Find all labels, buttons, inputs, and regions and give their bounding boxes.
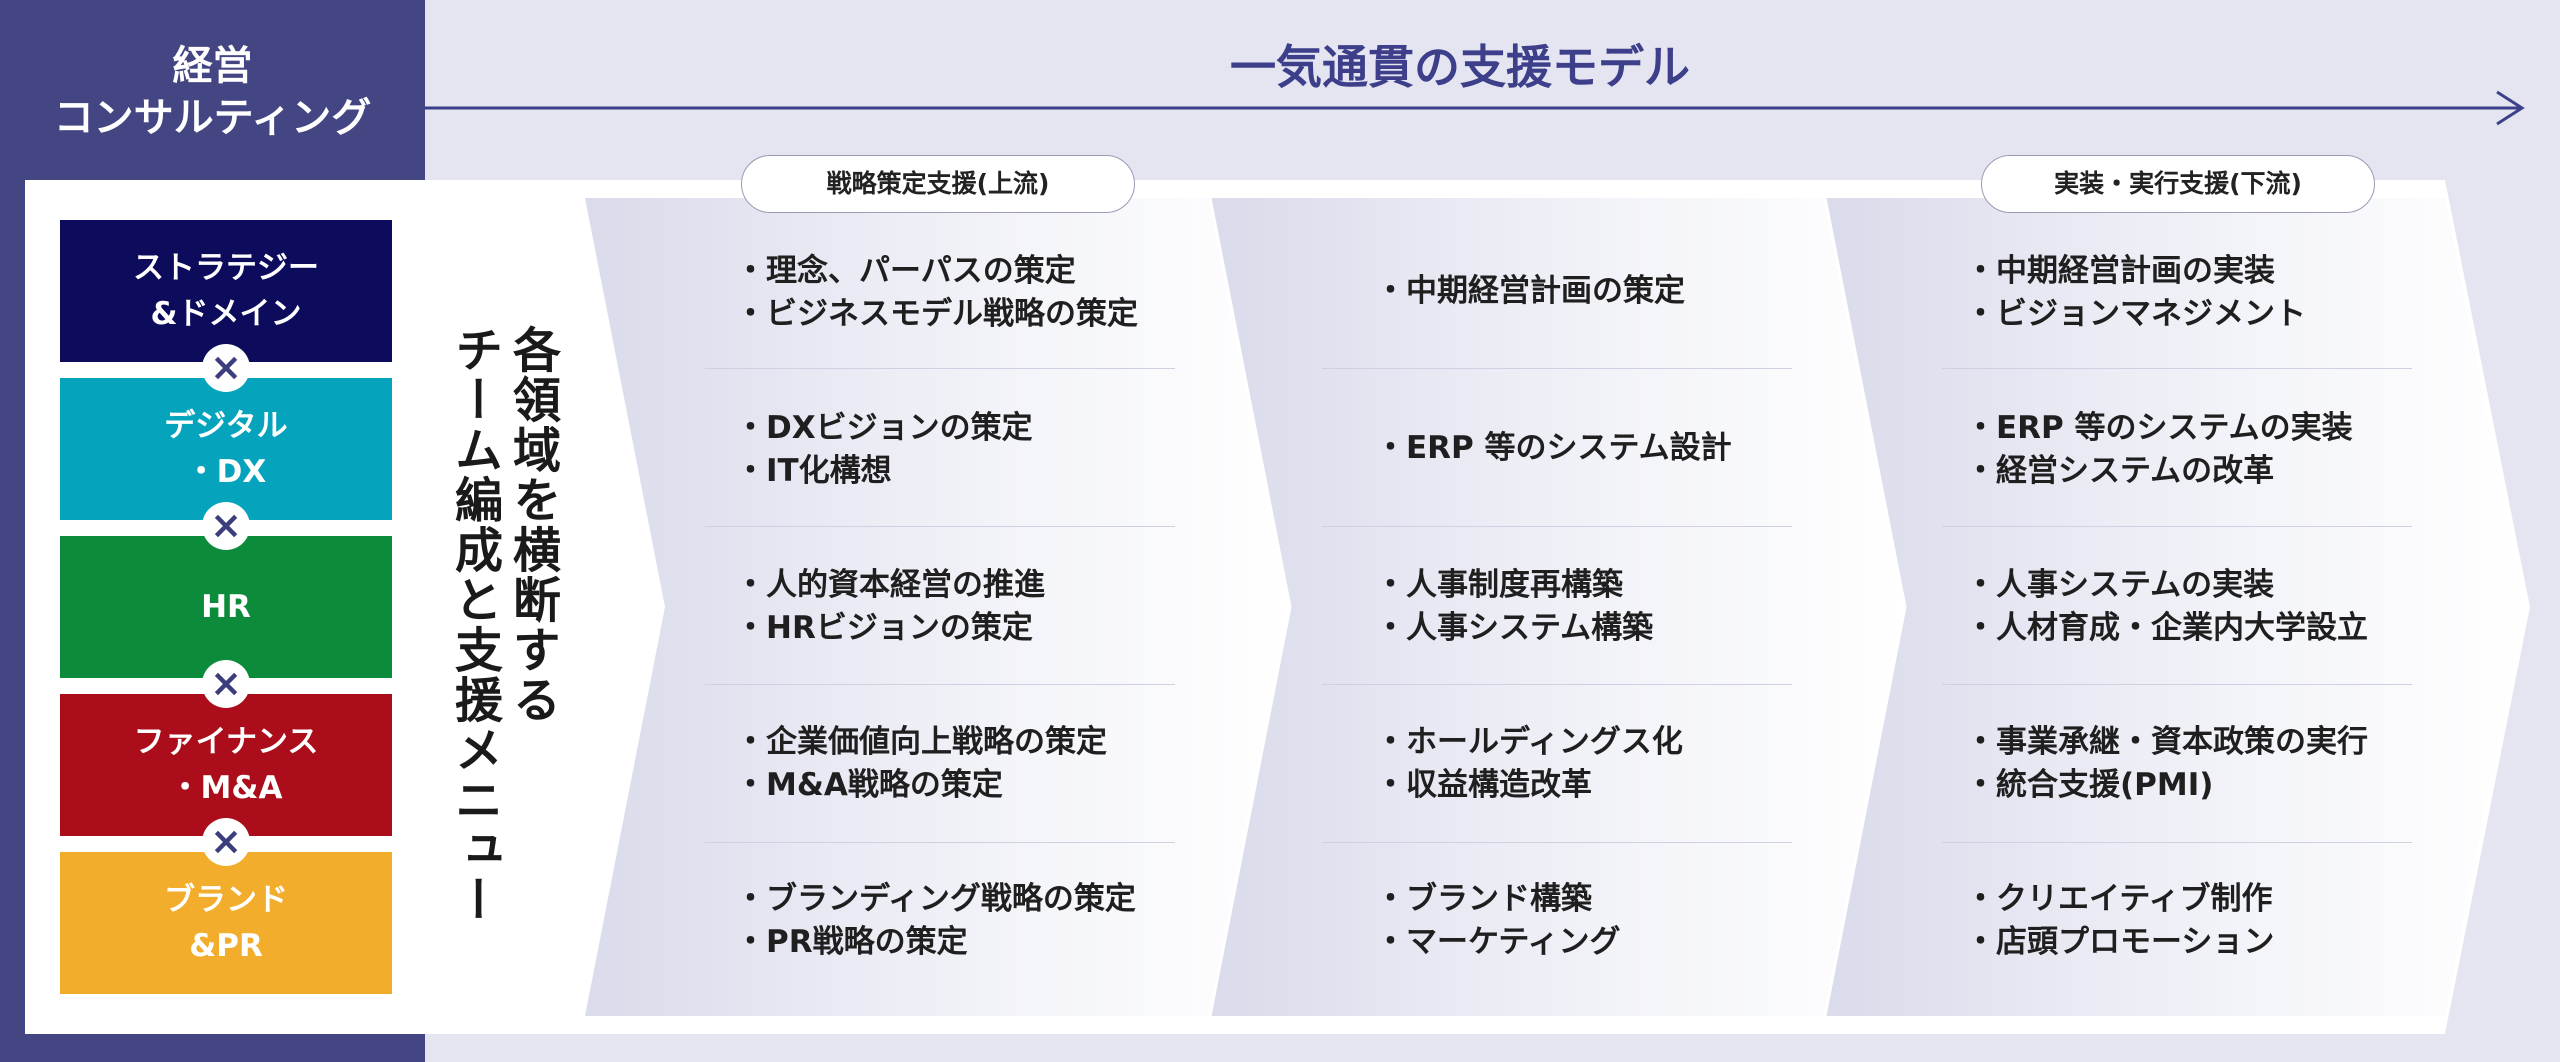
col2-cell-4: ホールディングス化 収益構造改革 [1375,721,1835,807]
item: M&A戦略の策定 [735,764,1195,807]
row-divider [1322,842,1792,843]
item: 収益構造改革 [1375,764,1835,807]
item: 人材育成・企業内大学設立 [1965,607,2425,650]
col1-cell-4: 企業価値向上戦略の策定 M&A戦略の策定 [735,721,1195,807]
domain-label: ストラテジー [133,250,319,286]
left-title: 経営 コンサルティング [0,40,425,144]
domain-label: &ドメイン [150,296,302,332]
item: ブランド構築 [1375,878,1835,921]
item: 店頭プロモーション [1965,921,2425,964]
downstream-pill: 実装・実行支援(下流) [1981,155,2375,213]
domain-label: ブランド [164,882,288,918]
row-divider [1942,842,2412,843]
vertical-text-1: 各領域を横断する [504,325,560,725]
item: 中期経営計画の策定 [1375,270,1835,313]
item: 人事制度再構築 [1375,564,1835,607]
col1-cell-5: ブランディング戦略の策定 PR戦略の策定 [735,878,1195,964]
domain-label: &PR [189,928,263,964]
row-divider [1942,526,2412,527]
col1-cell-1: 理念、パーパスの策定 ビジネスモデル戦略の策定 [735,250,1195,336]
col2-cell-1: 中期経営計画の策定 [1375,270,1835,313]
row-divider [705,526,1175,527]
item: 理念、パーパスの策定 [735,250,1195,293]
item: 人事システムの実装 [1965,564,2425,607]
item: 経営システムの改革 [1965,450,2425,493]
flow-arrow-head [2496,90,2525,126]
item: ERP 等のシステム設計 [1375,427,1835,470]
item: 企業価値向上戦略の策定 [735,721,1195,764]
row-divider [705,684,1175,685]
col3-cell-3: 人事システムの実装 人材育成・企業内大学設立 [1965,564,2425,650]
cross-icon: × [202,660,250,708]
domain-box-strategy: ストラテジー &ドメイン [60,220,392,362]
cross-icon: × [202,344,250,392]
col2-cell-5: ブランド構築 マーケティング [1375,878,1835,964]
col3-cell-1: 中期経営計画の実装 ビジョンマネジメント [1965,250,2425,336]
item: 人的資本経営の推進 [735,564,1195,607]
main-title: 一気通貫の支援モデル [1230,40,1690,94]
item: PR戦略の策定 [735,921,1195,964]
item: マーケティング [1375,921,1835,964]
item: ホールディングス化 [1375,721,1835,764]
cross-icon: × [202,818,250,866]
item: 中期経営計画の実装 [1965,250,2425,293]
item: ビジネスモデル戦略の策定 [735,293,1195,336]
item: 事業承継・資本政策の実行 [1965,721,2425,764]
domain-box-brand: ブランド &PR [60,852,392,994]
upstream-pill: 戦略策定支援(上流) [741,155,1135,213]
item: 統合支援(PMI) [1965,764,2425,807]
row-divider [1942,684,2412,685]
left-title-line-2: コンサルティング [53,95,372,141]
item: IT化構想 [735,450,1195,493]
domain-label: ・DX [185,454,267,490]
domain-label: HR [201,589,251,625]
item: 人事システム構築 [1375,607,1835,650]
row-divider [705,368,1175,369]
domain-box-digital: デジタル ・DX [60,378,392,520]
cross-icon: × [202,502,250,550]
item: ERP 等のシステムの実装 [1965,407,2425,450]
domain-label: ・M&A [169,770,283,806]
left-title-line-1: 経営 [172,43,253,89]
row-divider [1322,526,1792,527]
vertical-text-2: チーム編成と支援メニュー [446,325,502,925]
domain-label: デジタル [164,408,288,444]
item: HRビジョンの策定 [735,607,1195,650]
row-divider [705,842,1175,843]
col3-cell-4: 事業承継・資本政策の実行 統合支援(PMI) [1965,721,2425,807]
row-divider [1322,368,1792,369]
domain-box-finance: ファイナンス ・M&A [60,694,392,836]
col3-cell-5: クリエイティブ制作 店頭プロモーション [1965,878,2425,964]
col2-cell-2: ERP 等のシステム設計 [1375,427,1835,470]
col3-cell-2: ERP 等のシステムの実装 経営システムの改革 [1965,407,2425,493]
domain-box-hr: HR [60,536,392,678]
col1-cell-3: 人的資本経営の推進 HRビジョンの策定 [735,564,1195,650]
item: ビジョンマネジメント [1965,293,2425,336]
item: DXビジョンの策定 [735,407,1195,450]
domain-label: ファイナンス [133,724,319,760]
row-divider [1942,368,2412,369]
item: クリエイティブ制作 [1965,878,2425,921]
col2-cell-3: 人事制度再構築 人事システム構築 [1375,564,1835,650]
col1-cell-2: DXビジョンの策定 IT化構想 [735,407,1195,493]
row-divider [1322,684,1792,685]
item: ブランディング戦略の策定 [735,878,1195,921]
